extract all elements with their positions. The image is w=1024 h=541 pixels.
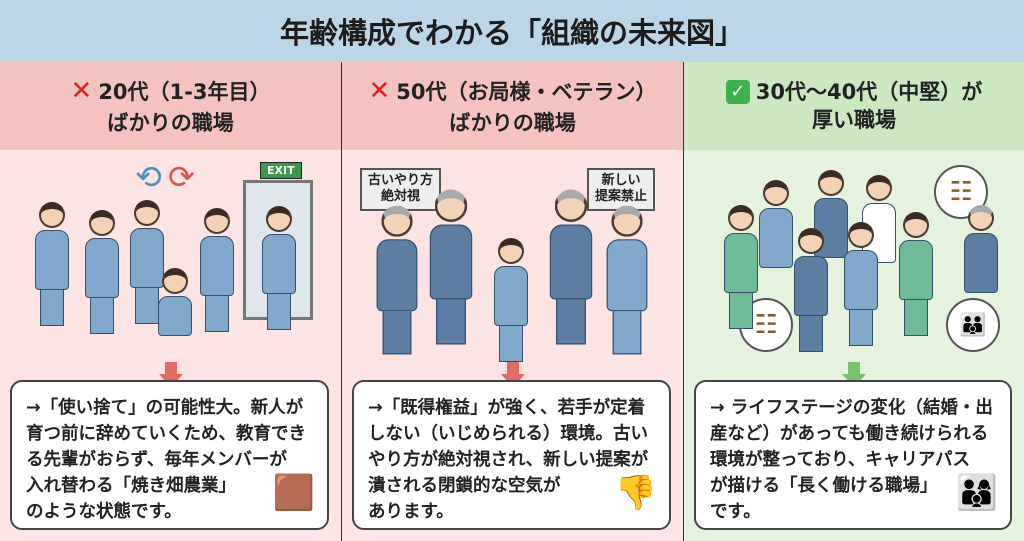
exit-sign: EXIT [260,162,302,179]
description-box: → ライフステージの変化（結婚・出 産など）があっても働き続けられる 環境が整っ… [694,380,1012,530]
staff-figure [794,228,828,352]
illustration-turnover: ⟲ ⟳ EXIT [0,150,341,365]
column-20s: ✕20代（1-3年目） ばかりの職場 ⟲ ⟳ EXIT →「使い捨て」の可能性大… [0,62,341,541]
staff-figure [759,180,793,268]
sign-no-proposals: 新しい提案禁止 [587,168,656,211]
illustration-veterans: 古いやり方絶対視 新しい提案禁止 [342,150,683,365]
page-title: 年齢構成でわかる「組織の未来図」 [0,0,1024,62]
description-line: る先輩がおらず、毎年メンバーが [26,449,287,470]
description-line: 潰される閉鎖的な空気が [368,475,561,496]
staff-figure [35,202,69,326]
staff-figure [964,205,998,293]
veteran-figure [606,205,648,355]
column-header: ✕50代（お局様・ベテラン） ばかりの職場 [342,62,683,150]
description-box: →「使い捨て」の可能性大。新人が 育つ前に辞めていくため、教育でき る先輩がおら… [10,380,329,530]
staff-figure [844,222,878,346]
description-line: が描ける「長く働ける職場」 [710,475,938,496]
staff-figure [85,210,119,334]
column-header: ✕20代（1-3年目） ばかりの職場 [0,62,341,150]
staff-figure [724,205,758,329]
column-30s-40s: ✓30代〜40代（中堅）が 厚い職場 ☷ ☷ 👪 → ライフステージの変化（結婚… [684,62,1024,541]
leaving-staff-figure [262,206,296,330]
heading-line2: ばかりの職場 [107,111,234,136]
heading-line1: 50代（お局様・ベテラン） [396,79,657,104]
heading-line2: 厚い職場 [812,108,896,132]
cycle-arrows-icon: ⟳ [168,158,195,196]
heading-line2: ばかりの職場 [449,111,576,136]
illustration-team: ☷ ☷ 👪 [684,150,1024,365]
description-line: → ライフステージの変化（結婚・出 [710,398,993,418]
heading-line1: 20代（1-3年目） [98,79,271,104]
check-icon: ✓ [725,79,750,104]
description-line: →「既得権益」が強く、若手が定着 [368,398,646,418]
family-icon: 👨‍👩‍👦 [955,472,998,513]
description-box: →「既得権益」が強く、若手が定着 しない（いじめられる）環境。古い やり方が絶対… [352,380,671,530]
staff-figure [158,268,192,336]
description-line: のような状態です。 [26,501,182,522]
staff-figure [200,208,234,332]
young-staff-figure [494,238,528,362]
cross-icon: ✕ [70,76,93,107]
description-line: 産など）があっても働き続けられる [710,423,989,444]
cross-icon: ✕ [368,76,391,107]
staff-figure [130,200,164,324]
heading-line1: 30代〜40代（中堅）が [755,79,983,104]
veteran-figure [549,189,593,345]
staff-figure [899,212,933,336]
family-bubble-icon: 👪 [946,298,1000,352]
cycle-arrows-icon: ⟲ [135,158,162,196]
description-line: やり方が絶対視され、新しい提案が [368,449,649,470]
description-line: 入れ替わる「焼き畑農業」 [26,475,236,496]
veteran-figure [376,205,418,355]
description-line: 環境が整っており、キャリアパス [710,449,971,470]
burnt-field-icon: 🟫 [272,472,315,513]
description-line: しない（いじめられる）環境。古い [368,423,648,444]
description-line: 育つ前に辞めていくため、教育でき [26,423,306,444]
column-50s: ✕50代（お局様・ベテラン） ばかりの職場 古いやり方絶対視 新しい提案禁止 →… [342,62,683,541]
thumbs-down-icon: 👎 [614,472,657,513]
description-line: です。 [710,501,761,522]
description-line: →「使い捨て」の可能性大。新人が [26,398,304,418]
description-line: あります。 [368,501,454,522]
veteran-figure [429,189,473,345]
column-header: ✓30代〜40代（中堅）が 厚い職場 [684,62,1024,150]
